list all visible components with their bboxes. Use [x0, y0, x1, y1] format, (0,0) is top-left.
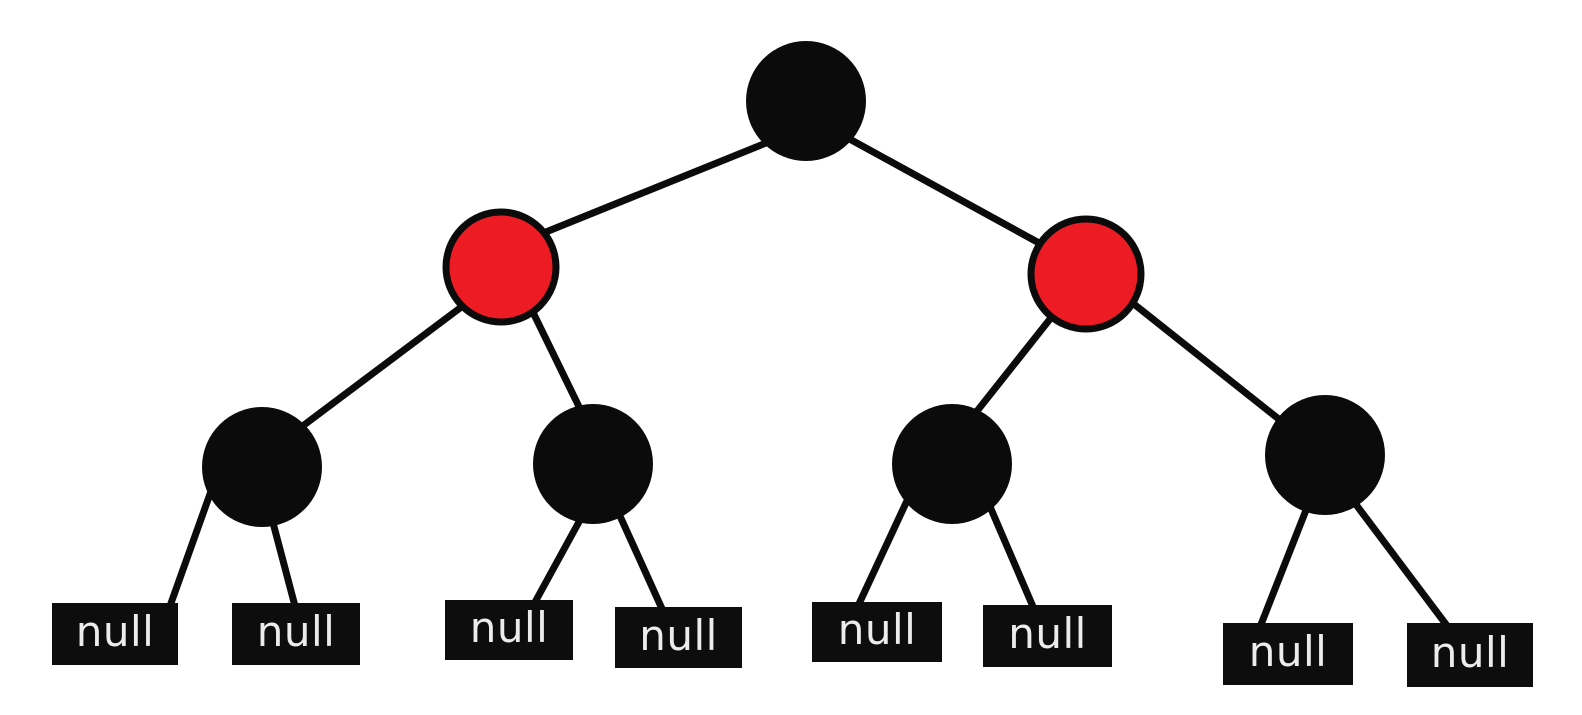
null-leaf-4: null: [615, 607, 742, 668]
edge-left-right-grandchild-to-null-4: [611, 503, 667, 613]
null-leaf-label: null: [1430, 628, 1510, 677]
edge-left-child-to-left-left-grandchild: [289, 296, 475, 437]
edge-root-to-left-child: [534, 135, 778, 240]
edge-right-left-grandchild-to-null-6: [981, 493, 1038, 611]
tree-node-left-right-grandchild-black: [533, 404, 653, 524]
edge-right-child-to-right-right-grandchild: [1117, 290, 1293, 431]
null-leaf-label: null: [1248, 627, 1328, 676]
edge-right-right-grandchild-to-null-7: [1256, 498, 1314, 629]
null-leaf-1: null: [52, 603, 178, 665]
null-leaf-label: null: [75, 607, 155, 656]
null-leaf-3: null: [445, 600, 573, 660]
edge-right-left-grandchild-to-null-5: [854, 488, 916, 608]
tree-node-right-child-red: [1027, 215, 1145, 333]
edge-root-to-right-child: [833, 127, 1052, 253]
edge-right-child-to-right-left-grandchild: [963, 311, 1057, 428]
null-leaf-label: null: [256, 607, 336, 656]
null-leaf-label: null: [469, 603, 549, 652]
edge-left-right-grandchild-to-null-3: [530, 518, 584, 606]
null-leaf-label: null: [837, 605, 917, 654]
edge-left-left-grandchild-to-null-1: [166, 478, 219, 608]
tree-node-left-child-red: [442, 208, 560, 326]
null-leaf-label: null: [639, 610, 718, 660]
tree-node-left-left-grandchild-black: [202, 407, 322, 527]
tree-node-root-black: [746, 41, 866, 161]
null-leaf-7: null: [1223, 623, 1353, 685]
tree-node-right-left-grandchild-black: [892, 404, 1012, 524]
null-leaf-6: null: [983, 605, 1112, 667]
null-leaf-label: null: [1008, 609, 1087, 658]
tree-node-right-right-grandchild-black: [1265, 395, 1385, 515]
null-leaf-5: null: [812, 602, 942, 662]
null-leaf-8: null: [1407, 623, 1533, 687]
edge-left-child-to-left-right-grandchild: [522, 296, 589, 421]
null-leaf-2: null: [232, 603, 360, 665]
